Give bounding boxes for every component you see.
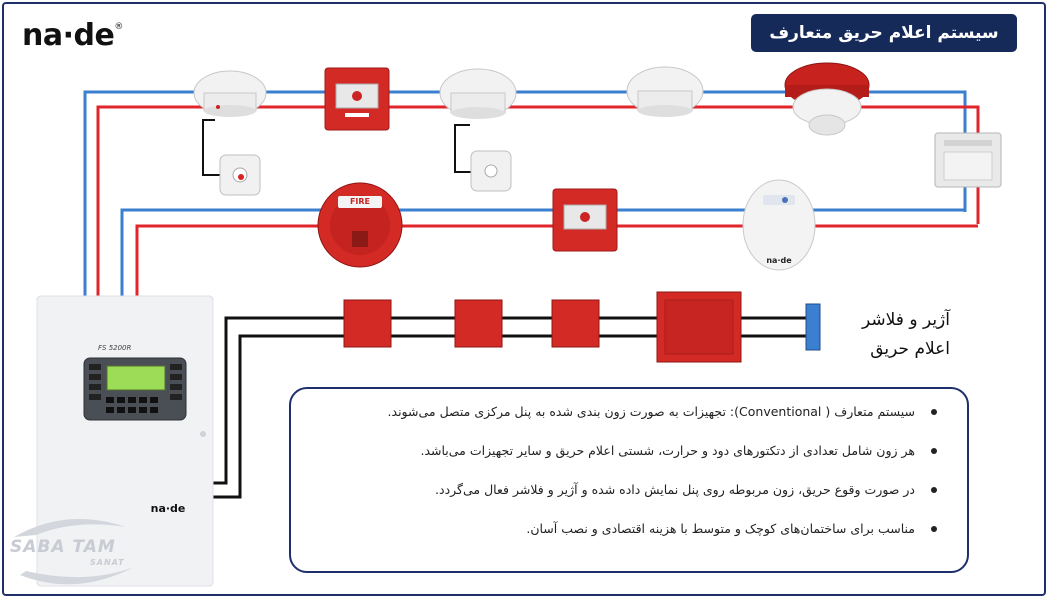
info-point: مناسب برای ساختمان‌های کوچک و متوسط با ه…	[311, 520, 937, 538]
sounder-base-detector	[784, 62, 870, 136]
page-title: سیستم اعلام حریق متعارف	[751, 14, 1017, 52]
control-panel	[36, 295, 214, 587]
end-resistor	[805, 303, 821, 351]
smoke-detector-1	[193, 70, 267, 117]
smoke-detector-3	[626, 66, 704, 117]
info-point: هر زون شامل تعدادی از دتکتورهای دود و حر…	[311, 442, 937, 460]
zone-loop-2	[120, 208, 978, 300]
end-of-line-module	[934, 132, 1002, 188]
info-point: در صورت وقوع حریق، زون مربوطه روی پنل نم…	[311, 481, 937, 499]
sounder-unit-1	[343, 299, 392, 348]
siren-strobe	[742, 179, 816, 271]
legend-line-1: آژیر و فلاشر	[862, 310, 950, 330]
manual-call-point-1	[324, 67, 390, 131]
zone1-red-wire	[96, 105, 980, 300]
siren-logo: na·de	[766, 256, 792, 265]
zone2-red-wire	[135, 224, 978, 300]
fire-bell-label: FIRE	[350, 197, 370, 206]
sounder-unit-3	[551, 299, 600, 348]
bullet-icon	[931, 526, 937, 532]
heat-detector-2	[470, 150, 512, 192]
brand-logo: na·de®	[22, 18, 123, 53]
info-box: سیستم متعارف ( Conventional): تجهیزات به…	[289, 387, 969, 573]
zone2-blue-wire	[120, 208, 965, 300]
flasher-panel	[656, 291, 742, 363]
bullet-icon	[931, 448, 937, 454]
watermark-logo	[14, 519, 134, 585]
manual-call-point-2	[552, 188, 618, 252]
sounder-flasher-legend: آژیر و فلاشر اعلام حریق	[840, 306, 950, 364]
watermark-main: SABA TAM	[10, 537, 116, 557]
bullet-icon	[931, 487, 937, 493]
info-list: سیستم متعارف ( Conventional): تجهیزات به…	[291, 389, 967, 538]
panel-logo: na·de	[151, 502, 186, 515]
watermark-sub: SANAT	[90, 558, 125, 567]
sounder-unit-2	[454, 299, 503, 348]
smoke-detector-2	[439, 68, 517, 119]
fire-bell	[317, 182, 403, 268]
sounder-line	[213, 316, 815, 499]
panel-model-label: FS 5200R	[98, 344, 132, 352]
bullet-icon	[931, 409, 937, 415]
heat-detector-1	[219, 154, 261, 196]
info-point: سیستم متعارف ( Conventional): تجهیزات به…	[311, 403, 937, 421]
legend-line-2: اعلام حریق	[870, 339, 950, 359]
